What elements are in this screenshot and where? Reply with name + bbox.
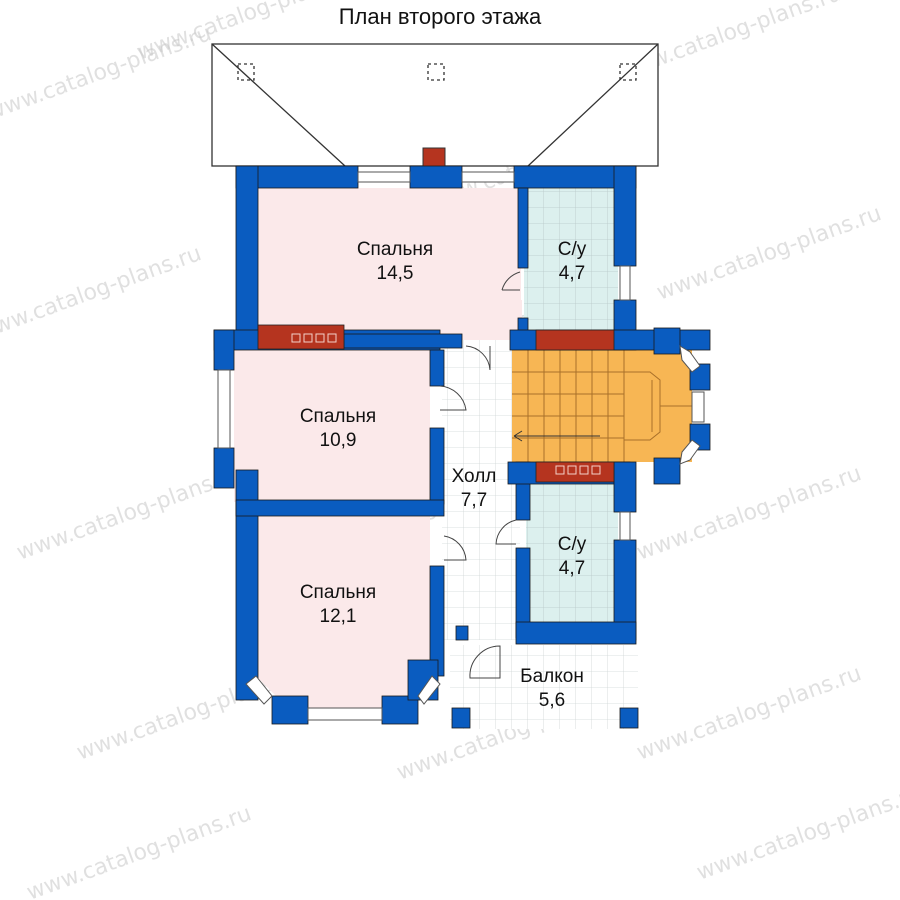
room-floors (234, 188, 692, 729)
room-name: Холл (452, 466, 497, 487)
room-name: Спальня (300, 406, 376, 427)
room-name: Балкон (520, 666, 584, 687)
bedroom-floor (256, 516, 430, 710)
roof-outline (211, 43, 659, 167)
room-area: 5,6 (539, 690, 565, 711)
room-name: С/у (558, 534, 587, 555)
room-name: Спальня (357, 239, 433, 260)
watermark: www.catalog-plans.ru (634, 661, 865, 766)
room-area: 12,1 (320, 606, 357, 627)
vent-holes (291, 333, 601, 475)
watermark: www.catalog-plans.ru (654, 201, 885, 306)
room-labels: Спальня 14,5 С/у 4,7 Спальня 10,9 Холл 7… (300, 239, 587, 711)
room-area: 4,7 (559, 263, 585, 284)
balcony-floor (450, 645, 638, 729)
room-area: 7,7 (461, 490, 487, 511)
windows (217, 171, 705, 721)
watermark: www.catalog-plans.ru (14, 461, 245, 566)
doors (439, 271, 521, 679)
bedroom-floor (234, 350, 430, 502)
stair-treads (512, 350, 692, 462)
room-name: С/у (558, 239, 587, 260)
watermark: www.catalog-plans.ru (24, 801, 255, 900)
plan-title: План второго этажа (338, 4, 542, 29)
room-name: Спальня (300, 582, 376, 603)
watermark: www.catalog-plans.ru (0, 241, 205, 346)
room-area: 4,7 (559, 558, 585, 579)
watermark: www.catalog-plans.ru (694, 781, 900, 886)
room-area: 14,5 (377, 263, 414, 284)
room-area: 10,9 (320, 430, 357, 451)
chimney (422, 147, 446, 169)
hall-floor (442, 335, 520, 640)
